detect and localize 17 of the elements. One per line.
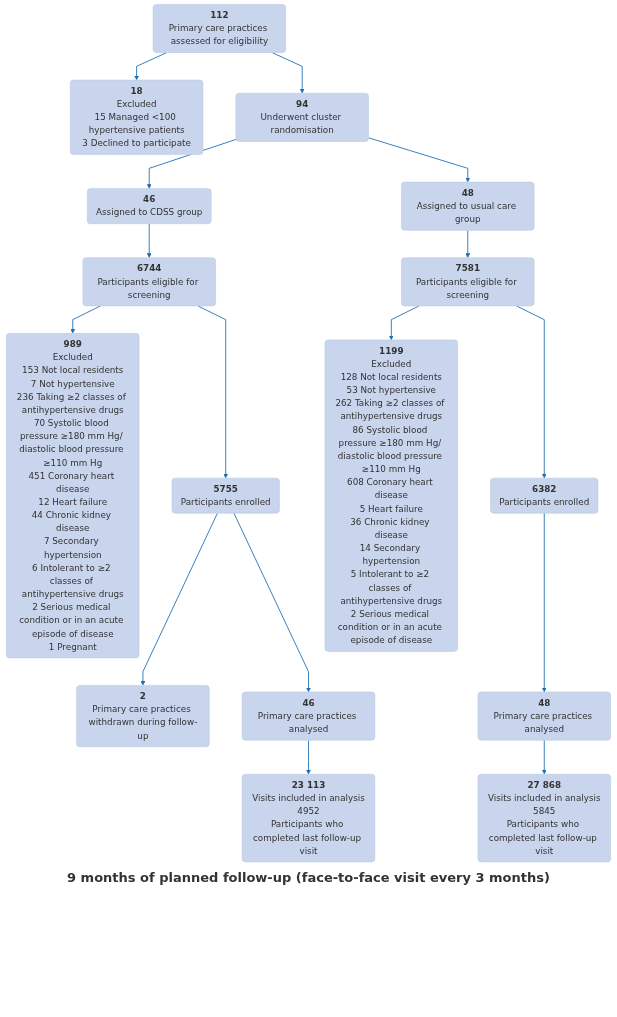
node-box: 112 Primary care practices assessed for eligibility [152, 4, 286, 53]
node-box: 48 Assigned to usual care group [401, 181, 535, 231]
node-box: 94 Underwent cluster randomisation [235, 92, 369, 142]
node-box: 23 113 Visits included in analysis 4952 Participants who completed last follow-up visit [241, 773, 376, 863]
node-box: 7581 Participants eligible for screening [401, 257, 535, 307]
node-box: 18 Excluded 15 Managed <100 hypertensive patients 3 Declined to participate [70, 79, 204, 155]
node-box: 46 Primary care practices analysed [241, 691, 376, 741]
node-box: 48 Primary care practices analysed [477, 691, 611, 741]
node-box: 5755 Participants enrolled [171, 477, 280, 514]
node-box: 46 Assigned to CDSS group [87, 188, 212, 224]
node-box: 6382 Participants enrolled [490, 477, 599, 514]
note-text: 9 months of planned follow-up (face-to-face visit every 3 months) [66, 869, 551, 888]
node-box: 2 Primary care practices withdrawn during follow-up [76, 685, 210, 748]
node-box: 6744 Participants eligible for screening [82, 257, 216, 307]
node-box: 989 Excluded 153 Not local residents 7 Not hypertensive 236 Taking ≥2 classes of antihypertensive drugs 70 Systolic blood pressure ≥180 mm Hg/ diastolic blood pressure ≥110 mm Hg 451 Coronary heart disease 12 Heart failure 44 Chronic kidney disease 7 Secondary hypertension 6 Intolerant to ≥2 classes of antihypertensive drugs 2 Serious medical condition or in an acute episode of disease 1 Pregnant [6, 333, 140, 659]
node-box: 1199 Excluded 128 Not local residents 53 Not hypertensive 262 Taking ≥2 classes of antihypertensive drugs 86 Systolic blood pressure ≥180 mm Hg/ diastolic blood pressure ≥110 mm Hg 608 Coronary heart disease 5 Heart failure 36 Chronic kidney disease 14 Secondary hypertension 5 Intolerant to ≥2 classes of antihypertensive drugs 2 Serious medical condition or in an acute episode of disease [324, 339, 458, 652]
node-box: 27 868 Visits included in analysis 5845 Participants who completed last follow-up visit [477, 773, 611, 863]
